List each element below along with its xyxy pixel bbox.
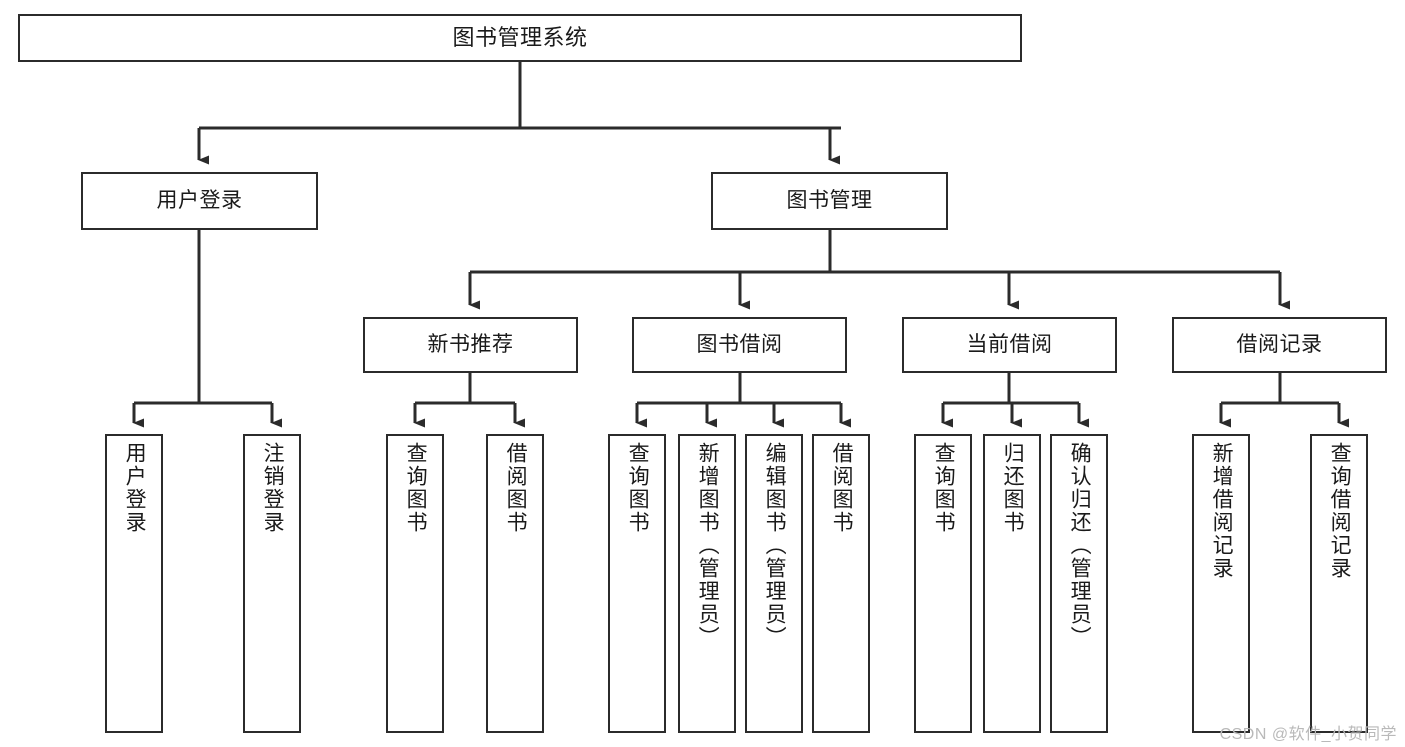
node-new-book-recommend-label: 新书推荐 [427,333,514,357]
node-leaf-query-book-3-label: 查询图书 [932,442,956,534]
node-leaf-query-record[interactable]: 查询借阅记录 [1310,434,1368,733]
node-book-borrow-label: 图书借阅 [696,333,783,357]
node-leaf-add-book[interactable]: 新增图书（管理员） [678,434,736,733]
node-leaf-return-book[interactable]: 归还图书 [983,434,1041,733]
node-leaf-query-book-1[interactable]: 查询图书 [386,434,444,733]
node-current-borrow[interactable]: 当前借阅 [902,317,1117,373]
node-borrow-record-label: 借阅记录 [1236,333,1323,357]
node-leaf-add-record[interactable]: 新增借阅记录 [1192,434,1250,733]
node-leaf-user-logout-label: 注销登录 [261,442,285,534]
node-book-manage[interactable]: 图书管理 [711,172,948,230]
node-user-login[interactable]: 用户登录 [81,172,318,230]
node-leaf-query-record-label: 查询借阅记录 [1328,442,1352,580]
node-leaf-confirm-return-label: 确认归还（管理员） [1068,442,1092,649]
node-book-manage-label: 图书管理 [786,189,873,213]
node-leaf-borrow-book-1-label: 借阅图书 [504,442,528,534]
node-borrow-record[interactable]: 借阅记录 [1172,317,1387,373]
node-leaf-edit-book-label: 编辑图书（管理员） [763,442,787,649]
node-leaf-query-book-3[interactable]: 查询图书 [914,434,972,733]
node-user-login-label: 用户登录 [156,189,243,213]
node-book-borrow[interactable]: 图书借阅 [632,317,847,373]
node-leaf-user-logout[interactable]: 注销登录 [243,434,301,733]
node-new-book-recommend[interactable]: 新书推荐 [363,317,578,373]
node-leaf-add-book-label: 新增图书（管理员） [696,442,720,649]
node-leaf-user-login-label: 用户登录 [123,442,147,534]
node-leaf-query-book-2-label: 查询图书 [626,442,650,534]
node-leaf-query-book-1-label: 查询图书 [404,442,428,534]
node-leaf-confirm-return[interactable]: 确认归还（管理员） [1050,434,1108,733]
node-leaf-add-record-label: 新增借阅记录 [1210,442,1234,580]
node-leaf-borrow-book-2[interactable]: 借阅图书 [812,434,870,733]
node-root-label: 图书管理系统 [452,24,588,50]
node-leaf-user-login[interactable]: 用户登录 [105,434,163,733]
node-leaf-query-book-2[interactable]: 查询图书 [608,434,666,733]
node-leaf-borrow-book-2-label: 借阅图书 [830,442,854,534]
node-leaf-edit-book[interactable]: 编辑图书（管理员） [745,434,803,733]
node-root[interactable]: 图书管理系统 [18,14,1022,62]
node-leaf-borrow-book-1[interactable]: 借阅图书 [486,434,544,733]
node-leaf-return-book-label: 归还图书 [1001,442,1025,534]
node-current-borrow-label: 当前借阅 [966,333,1053,357]
